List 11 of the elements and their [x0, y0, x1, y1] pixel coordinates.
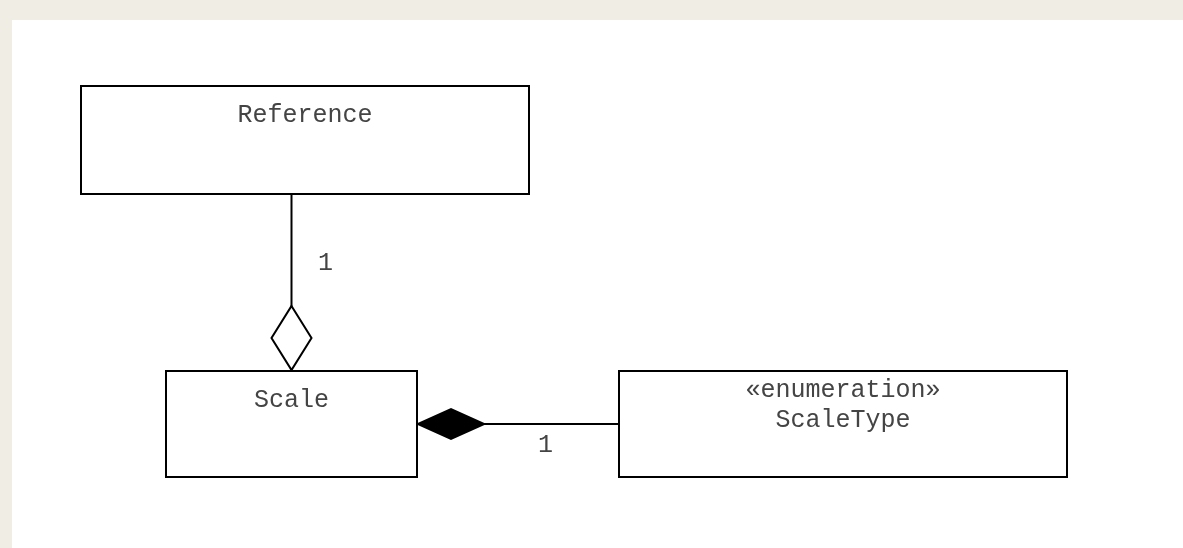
class-name: Scale [254, 386, 329, 416]
class-box [618, 370, 1068, 478]
multiplicity-label: 1 [538, 432, 553, 460]
class-box [165, 370, 418, 478]
multiplicity-label: 1 [318, 250, 333, 278]
aggregation-connector [270, 194, 313, 371]
class-name: ScaleType [775, 406, 911, 436]
stereotype-label: «enumeration» [745, 376, 941, 406]
class-box [80, 85, 530, 195]
class-name: Reference [237, 101, 373, 131]
aggregation-connector [417, 408, 619, 440]
